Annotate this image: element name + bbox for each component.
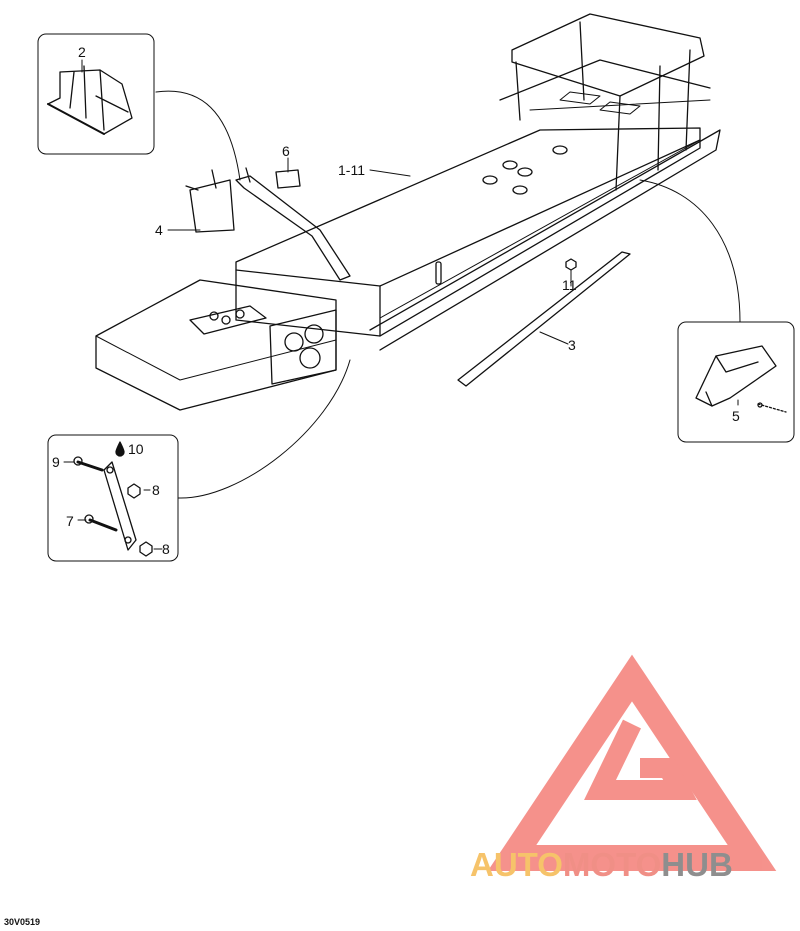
callout-9: 9 xyxy=(52,454,60,470)
callout-6: 6 xyxy=(282,143,290,159)
callout-3: 3 xyxy=(568,337,576,353)
callout-5: 5 xyxy=(732,408,740,424)
inset-part-5 xyxy=(677,321,795,443)
callout-8-upper: 8 xyxy=(152,482,160,498)
callout-11: 11 xyxy=(562,277,577,293)
callout-7: 7 xyxy=(66,513,74,529)
main-frame xyxy=(95,13,721,411)
watermark-auto: AUTO xyxy=(470,846,563,883)
callout-1-11: 1-11 xyxy=(338,162,365,178)
callout-8-lower: 8 xyxy=(162,541,170,557)
leader-lines xyxy=(63,59,739,550)
inset-hardware xyxy=(47,434,179,562)
callout-10: 10 xyxy=(128,441,144,457)
watermark-hub: HUB xyxy=(661,846,733,883)
connector-lines xyxy=(155,90,741,499)
watermark-logo xyxy=(487,654,777,871)
callout-2: 2 xyxy=(78,44,86,60)
watermark-text: AUTOMOTOHUB xyxy=(470,846,733,884)
callout-4: 4 xyxy=(155,222,163,238)
inset-part-2 xyxy=(37,33,155,155)
drawing-code: 30V0519 xyxy=(4,917,41,927)
watermark-moto: MOTO xyxy=(562,846,662,883)
